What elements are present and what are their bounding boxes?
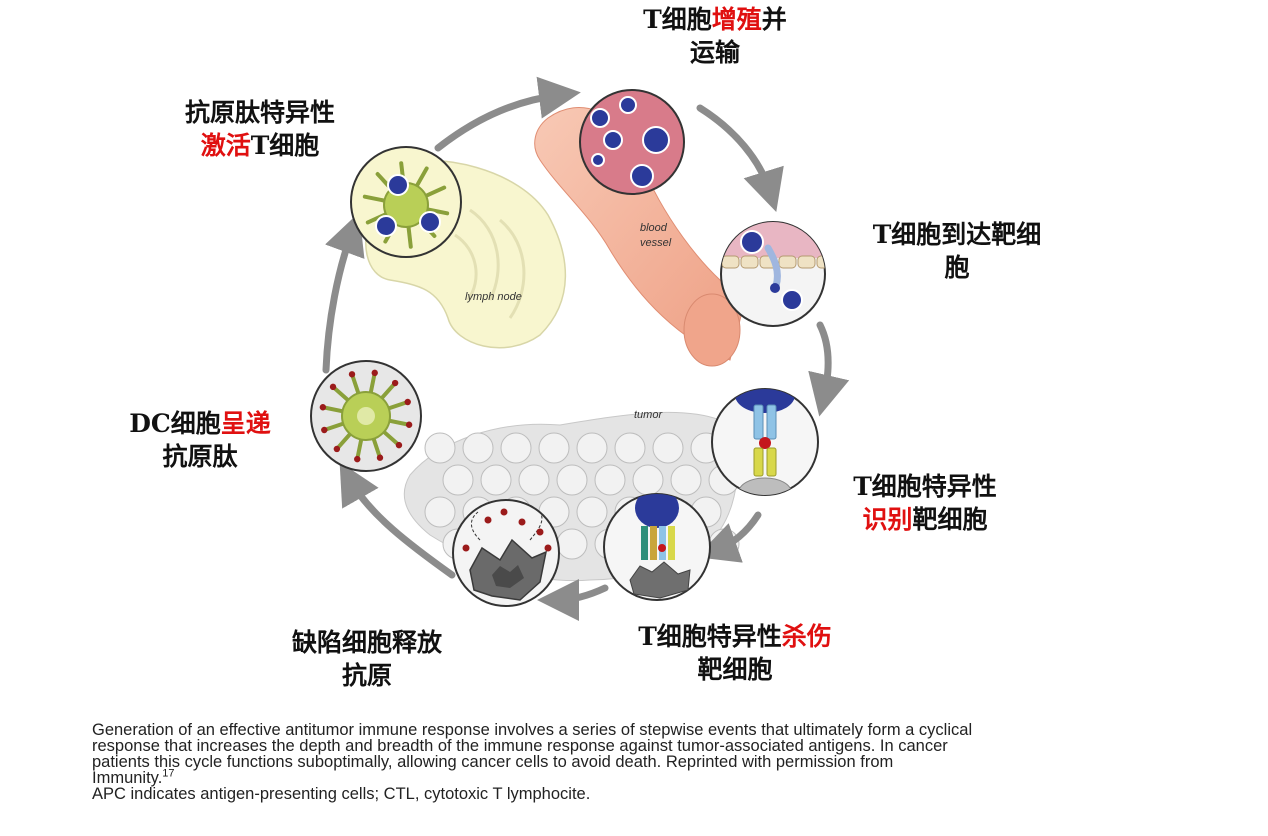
endothelial-cell (816, 255, 825, 269)
step-activation-line1: 抗原肽特异性 (184, 98, 335, 127)
endothelial-cell (797, 255, 816, 269)
arrow-release-to-presentation (339, 461, 456, 579)
step-activation-post: T细胞 (250, 131, 320, 160)
tumor-cell (556, 464, 588, 496)
tumor-cell (556, 528, 588, 560)
tumor-label: tumor (634, 409, 663, 421)
arrow-presentation-to-activation (322, 212, 365, 374)
step-recognition-label: T细胞特异性 识别靶细胞 (820, 470, 1030, 536)
t-cell-arrival-circle (720, 221, 826, 327)
step-recognition-line1: T细胞特异性 (853, 472, 997, 501)
cycle-diagram: lymph node blood vessel tumor (310, 76, 850, 621)
tumor-cell (670, 464, 702, 496)
antigen-dot (376, 454, 384, 461)
step-proliferation-pre: T细胞 (643, 5, 712, 34)
blood-label-line1: blood (640, 222, 668, 234)
caption-line3: patients this cycle functions suboptimal… (92, 753, 894, 771)
caption-line2: response that increases the depth and br… (92, 737, 948, 755)
t-cell-proliferation-circle (579, 89, 685, 195)
step-presentation-highlight: 呈递 (220, 409, 271, 438)
step-arrival-line2: 胞 (944, 253, 970, 282)
antigen-dot (395, 441, 403, 449)
step-presentation-line2: 抗原肽 (162, 442, 238, 471)
blood-vessel: blood vessel (534, 107, 746, 367)
step-arrival-line1: T细胞到达靶细 (872, 220, 1042, 249)
antigen-dot (329, 383, 337, 391)
step-recognition-post: 靶细胞 (912, 505, 988, 534)
step-arrival-label: T细胞到达靶细 胞 (852, 218, 1062, 284)
step-activation-highlight: 激活 (200, 131, 251, 160)
arrow-proliferation-to-arrival (696, 104, 784, 213)
endothelial-cell (740, 255, 759, 269)
endothelial-cell (721, 255, 740, 269)
step-killing-highlight: 杀伤 (781, 622, 832, 651)
tumor-cell (442, 464, 474, 496)
step-proliferation-highlight: 增殖 (711, 5, 762, 34)
step-recognition-highlight: 识别 (862, 505, 913, 534)
cycle-arrows (322, 76, 850, 621)
dendritic-cell-circle (310, 360, 422, 472)
step-proliferation-line2: 运输 (689, 38, 740, 67)
lymph-node-label: lymph node (465, 291, 522, 303)
step-activation-label: 抗原肽特异性 激活T细胞 (155, 96, 365, 162)
antigen-dot (348, 371, 356, 378)
arrow-arrival-to-recognition (808, 321, 850, 417)
antigen-dot (404, 398, 411, 406)
tumor-cell (424, 432, 456, 464)
arrow-killing-to-release (537, 578, 609, 621)
tumor-cell (424, 496, 456, 528)
antigen-dot (321, 426, 328, 434)
tumor-cell (480, 464, 512, 496)
step-release-label: 缺陷细胞释放 抗原 (262, 626, 472, 692)
antigen-dot (319, 404, 327, 411)
step-killing-pre: T细胞特异性 (638, 622, 782, 651)
tumor-cell (652, 432, 684, 464)
antigen-dot (371, 369, 378, 377)
step-proliferation-label: T细胞增殖并 运输 (610, 3, 820, 69)
tumor-cell (576, 432, 608, 464)
caption-line4: Immunity. (92, 769, 163, 787)
caption-line1: Generation of an effective antitumor imm… (92, 721, 973, 739)
step-proliferation-post: 并 (761, 5, 787, 34)
step-killing-label: T细胞特异性杀伤 靶细胞 (600, 620, 870, 686)
step-release-line1: 缺陷细胞释放 (291, 628, 442, 657)
tumor-cell (462, 432, 494, 464)
arrow-recognition-to-killing (696, 511, 762, 563)
recognition-circle (711, 388, 819, 496)
t-cell-activation-circle (350, 146, 462, 258)
caption-line5: APC indicates antigen-presenting cells; … (92, 785, 591, 803)
antigen-dot (405, 421, 413, 428)
tumor-cell (594, 464, 626, 496)
endothelial-cell (778, 255, 797, 269)
step-release-line2: 抗原 (341, 661, 392, 690)
tumor-cell (500, 432, 532, 464)
figure-caption: Generation of an effective antitumor imm… (92, 721, 1202, 803)
tumor-cell (576, 496, 608, 528)
antigen-dot (354, 455, 361, 463)
tumor-cell (614, 432, 646, 464)
step-killing-line2: 靶细胞 (697, 655, 773, 684)
killing-circle (603, 493, 711, 601)
antigen-dot (333, 445, 341, 453)
caption-citation: 17 (162, 767, 175, 780)
tumor-cell (538, 432, 570, 464)
tumor-cell (632, 464, 664, 496)
blood-label-line2: vessel (640, 237, 672, 249)
antigen-dot (391, 379, 399, 387)
step-presentation-label: DC细胞呈递 抗原肽 (100, 407, 300, 473)
antigen-release-circle (452, 499, 560, 607)
arrow-activation-to-proliferation (434, 76, 581, 152)
step-presentation-pre: DC细胞 (129, 409, 221, 438)
tumor-cell (518, 464, 550, 496)
